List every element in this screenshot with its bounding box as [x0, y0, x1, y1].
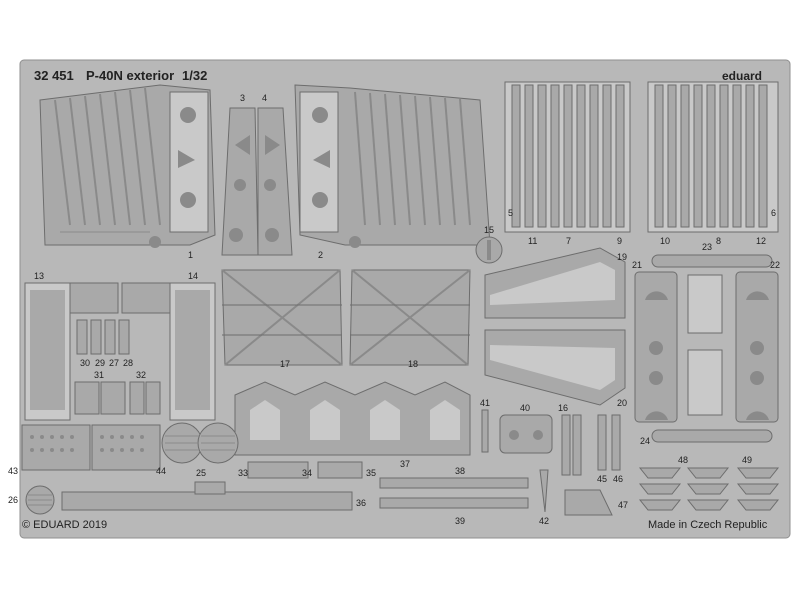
part-label-44: 44 [156, 466, 166, 476]
part-13-panel [24, 282, 119, 421]
part-label-48: 48 [678, 455, 688, 465]
part-label-37: 37 [400, 459, 410, 469]
part-40-fitting [499, 414, 553, 454]
parts-27-32 [74, 319, 161, 415]
part-label-33: 33 [238, 468, 248, 478]
part-label-31: 31 [94, 370, 104, 380]
part-25-grilles [161, 422, 239, 464]
part-label-28: 28 [123, 358, 133, 368]
part-label-10: 10 [660, 236, 670, 246]
part-label-9: 9 [617, 236, 622, 246]
part-label-20: 20 [617, 398, 627, 408]
part-label-2: 2 [318, 250, 323, 260]
fret-title: P-40N exterior [86, 68, 174, 83]
part-label-46: 46 [613, 474, 623, 484]
part-label-43: 43 [8, 466, 18, 476]
part-48-clips [638, 467, 730, 511]
part-1-flap [39, 84, 216, 248]
part-label-39: 39 [455, 516, 465, 526]
part-label-14: 14 [188, 271, 198, 281]
part-16-strips [561, 414, 582, 476]
part-label-19: 19 [617, 252, 627, 262]
parts-38-39-strips [379, 477, 529, 509]
part-21-door [634, 271, 678, 423]
part-label-25: 25 [196, 468, 206, 478]
parts-45-46-strips [597, 414, 621, 471]
part-label-47: 47 [618, 500, 628, 510]
part-label-36: 36 [356, 498, 366, 508]
part-37-panel [234, 381, 471, 456]
part-label-11: 11 [528, 236, 537, 246]
parts-33-35 [247, 461, 363, 479]
part-label-16: 16 [558, 403, 568, 413]
part-label-6: 6 [771, 208, 776, 218]
part-label-38: 38 [455, 466, 465, 476]
brand-logo: eduard [722, 69, 762, 83]
part-label-42: 42 [539, 516, 549, 526]
part-label-5: 5 [508, 208, 513, 218]
part-42-pin [539, 469, 549, 513]
part-18-panel [349, 269, 471, 366]
part-43-vent [21, 424, 91, 471]
part-label-17: 17 [280, 359, 290, 369]
part-label-18: 18 [408, 359, 418, 369]
part-label-49: 49 [742, 455, 752, 465]
part-3-4-panels [221, 107, 293, 256]
part-44-vent [91, 424, 161, 471]
part-2-flap [294, 84, 491, 248]
part-label-8: 8 [716, 236, 721, 246]
part-41-strip [481, 409, 489, 453]
part-label-29: 29 [95, 358, 105, 368]
part-label-35: 35 [366, 468, 376, 478]
slat-grid-left [504, 81, 631, 233]
fret-scale: 1/32 [182, 68, 207, 83]
slat-grid-right [647, 81, 779, 233]
part-label-15: 15 [484, 225, 494, 235]
part-label-41: 41 [480, 398, 490, 408]
part-15-disc [475, 236, 503, 264]
part-label-34: 34 [302, 468, 312, 478]
part-label-13: 13 [34, 271, 44, 281]
part-label-45: 45 [597, 474, 607, 484]
part-label-21: 21 [632, 260, 642, 270]
part-label-4: 4 [262, 93, 267, 103]
part-label-22: 22 [770, 260, 780, 270]
part-label-7: 7 [566, 236, 571, 246]
part-26-disc [25, 485, 55, 515]
part-19-panel [484, 247, 626, 319]
part-20-panel [484, 329, 626, 406]
part-label-12: 12 [756, 236, 766, 246]
part-label-26: 26 [8, 495, 18, 505]
part-17-panel [221, 269, 343, 366]
part-23-strut [651, 254, 773, 443]
origin-text: Made in Czech Republic [648, 519, 768, 531]
part-label-32: 32 [136, 370, 146, 380]
fret-code: 32 451 [34, 68, 74, 83]
part-label-40: 40 [520, 403, 530, 413]
part-14-panel [121, 282, 216, 421]
part-49-clips [736, 467, 780, 511]
part-label-3: 3 [240, 93, 245, 103]
part-label-24: 24 [640, 436, 650, 446]
part-label-30: 30 [80, 358, 90, 368]
part-47-bracket [564, 489, 613, 516]
copyright-text: © EDUARD 2019 [22, 519, 107, 531]
part-label-27: 27 [109, 358, 119, 368]
part-label-23: 23 [702, 242, 712, 252]
part-22-door [735, 271, 779, 423]
part-label-1: 1 [188, 250, 193, 260]
part-36-strip [61, 481, 353, 511]
